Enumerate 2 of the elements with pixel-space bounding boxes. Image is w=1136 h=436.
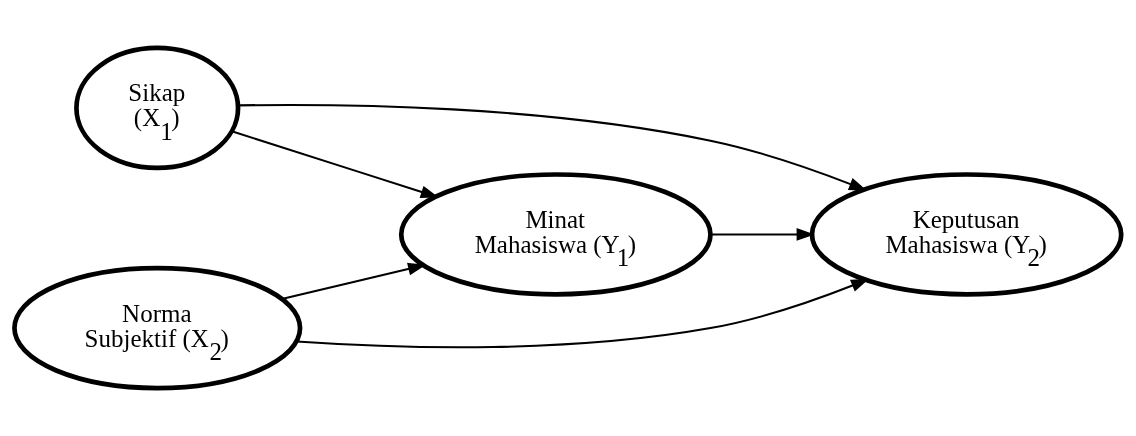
arrow bbox=[710, 228, 815, 241]
arrow bbox=[296, 278, 870, 349]
